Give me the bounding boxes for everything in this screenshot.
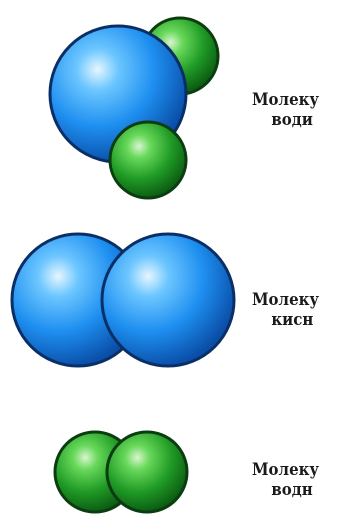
- caption-line: Молеку: [252, 460, 319, 480]
- oxygen-molecule: [10, 232, 236, 368]
- caption-line: Молеку: [252, 90, 319, 110]
- hydrogen-atom: [105, 430, 189, 514]
- oxygen-atom: [100, 232, 236, 368]
- hydrogen-atom: [108, 120, 188, 200]
- caption-line: Молеку: [252, 290, 319, 310]
- hydrogen-molecule-caption: Молеку водн: [252, 460, 328, 500]
- caption-line: кисн: [271, 310, 314, 330]
- oxygen-molecule-caption: Молеку кисн: [252, 290, 328, 330]
- caption-line: водн: [271, 480, 313, 500]
- caption-line: води: [271, 110, 313, 130]
- water-molecule-caption: Молеку води: [252, 90, 328, 130]
- hydrogen-molecule: [53, 430, 189, 514]
- water-molecule: [48, 16, 220, 200]
